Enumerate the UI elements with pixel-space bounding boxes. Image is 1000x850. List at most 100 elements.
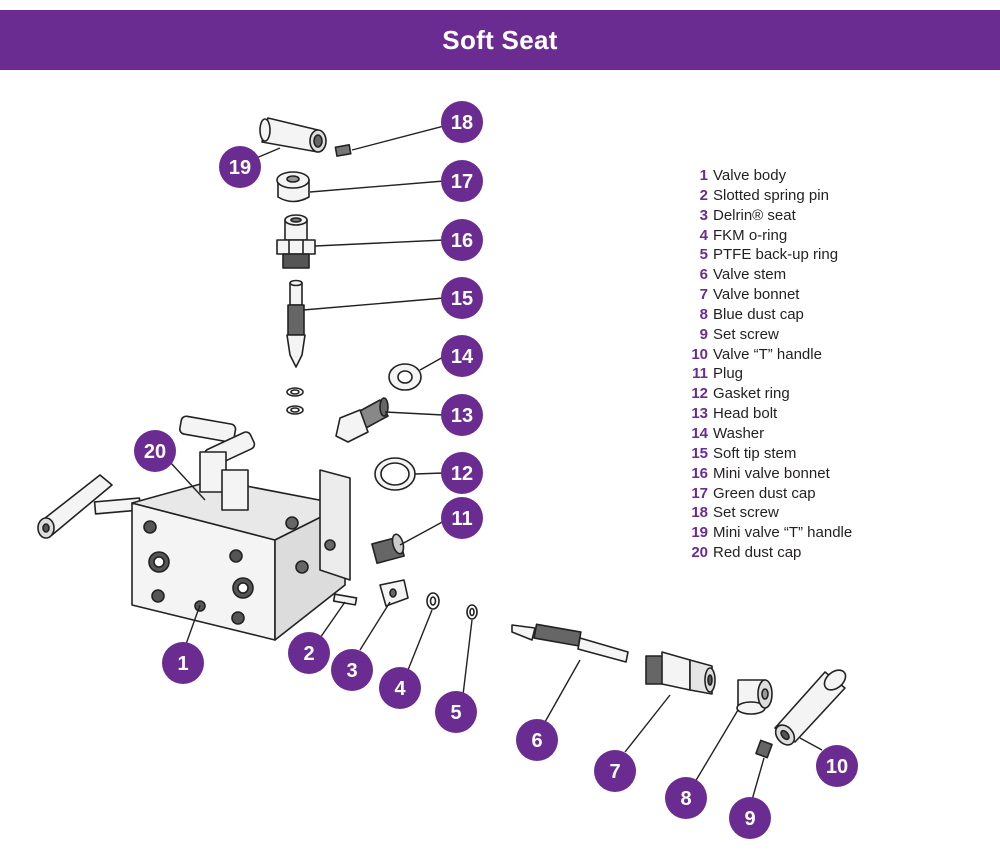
part-12-gasket-ring <box>374 457 416 491</box>
part-7-valve-bonnet <box>645 651 716 695</box>
legend-item: 19 Mini valve “T” handle <box>660 523 980 543</box>
legend-item-name: Delrin® seat <box>713 206 796 224</box>
legend-item-name: PTFE back-up ring <box>713 246 839 264</box>
part-10-t-handle <box>774 669 847 746</box>
callout-5: 5 <box>435 691 477 733</box>
legend-item-name: Valve bonnet <box>713 286 800 304</box>
legend-item-number: 16 <box>691 464 708 482</box>
legend-item-number: 17 <box>691 484 708 502</box>
part-3-delrin-seat <box>379 579 409 607</box>
legend-item-number: 3 <box>699 206 708 224</box>
legend-item-name: Slotted spring pin <box>713 186 829 204</box>
callout-circle <box>134 430 176 472</box>
legend-item-number: 2 <box>699 186 708 204</box>
legend-item-number: 10 <box>691 345 708 363</box>
legend-item-number: 12 <box>691 385 708 403</box>
legend-item: 7 Valve bonnet <box>660 285 980 305</box>
legend-item-name: Blue dust cap <box>713 305 804 323</box>
legend-item-number: 15 <box>691 444 708 462</box>
page-title: Soft Seat <box>442 24 558 55</box>
callout-17: 17 <box>441 160 483 202</box>
legend-item-number: 19 <box>691 524 708 542</box>
callout-20: 20 <box>134 430 176 472</box>
callout-circle <box>441 335 483 377</box>
callout-number: 15 <box>451 288 473 310</box>
callout-number: 13 <box>451 405 473 427</box>
callout-circle <box>516 719 558 761</box>
callout-circle <box>441 452 483 494</box>
legend-item-number: 9 <box>699 325 708 343</box>
leader-lines <box>169 125 823 801</box>
callout-number: 14 <box>451 346 474 368</box>
legend-item-name: Head bolt <box>713 405 778 423</box>
part-16-mini-valve-bonnet <box>276 214 316 269</box>
callout-circle <box>441 101 483 143</box>
callout-7: 7 <box>594 750 636 792</box>
callout-circle <box>441 277 483 319</box>
callout-circle <box>219 146 261 188</box>
legend-item-name: FKM o-ring <box>713 226 788 244</box>
legend-item: 2 Slotted spring pin <box>660 186 980 206</box>
part-13-head-bolt <box>335 397 389 443</box>
callout-14: 14 <box>441 335 483 377</box>
callout-number: 19 <box>229 157 251 179</box>
legend-item-name: Mini valve “T” handle <box>713 524 853 542</box>
legend-item-number: 6 <box>699 266 708 284</box>
callout-4: 4 <box>379 667 421 709</box>
legend-item-number: 7 <box>699 286 708 304</box>
legend-item-number: 18 <box>691 504 708 522</box>
callout-circle <box>441 394 483 436</box>
legend-item: 13 Head bolt <box>660 404 980 424</box>
callout-number: 8 <box>680 788 691 810</box>
callout-circle <box>331 649 373 691</box>
callout-circle <box>729 797 771 839</box>
part-11-plug <box>371 533 405 565</box>
legend-item-name: Soft tip stem <box>713 444 797 462</box>
callout-number: 1 <box>177 653 188 675</box>
callout-circle <box>665 777 707 819</box>
part-17-green-dust-cap <box>276 171 310 203</box>
callout-circle <box>816 745 858 787</box>
callout-9: 9 <box>729 797 771 839</box>
callout-number: 18 <box>451 112 473 134</box>
callout-number: 20 <box>144 441 166 463</box>
legend-item: 12 Gasket ring <box>660 384 980 404</box>
part-5-backup-ring <box>466 604 478 620</box>
callout-number: 12 <box>451 463 473 485</box>
callout-circle <box>379 667 421 709</box>
legend-item: 6 Valve stem <box>660 265 980 285</box>
legend-item-number: 13 <box>691 405 708 423</box>
part-2-spring-pin <box>332 593 358 606</box>
callout-circle <box>594 750 636 792</box>
part-8-blue-dust-cap <box>736 679 773 715</box>
callout-11: 11 <box>441 497 483 539</box>
part-9-set-screw <box>755 739 773 759</box>
legend-item: 15 Soft tip stem <box>660 444 980 464</box>
callout-number: 5 <box>450 702 461 724</box>
legend-item: 3 Delrin® seat <box>660 206 980 226</box>
legend-item: 9 Set screw <box>660 325 980 345</box>
legend-item-name: Valve stem <box>713 266 787 284</box>
callout-6: 6 <box>516 719 558 761</box>
legend-item-name: Set screw <box>713 325 779 343</box>
callout-18: 18 <box>441 101 483 143</box>
callout-circle <box>162 642 204 684</box>
legend-item-number: 4 <box>699 226 708 244</box>
legend-item: 4 FKM o-ring <box>660 226 980 246</box>
legend-item-name: Valve body <box>713 167 787 184</box>
callout-number: 3 <box>346 660 357 682</box>
callout-circle <box>441 219 483 261</box>
legend-item-number: 14 <box>691 424 708 442</box>
callout-number: 7 <box>609 761 620 783</box>
legend-item-name: Gasket ring <box>713 385 790 403</box>
callout-circle <box>435 691 477 733</box>
